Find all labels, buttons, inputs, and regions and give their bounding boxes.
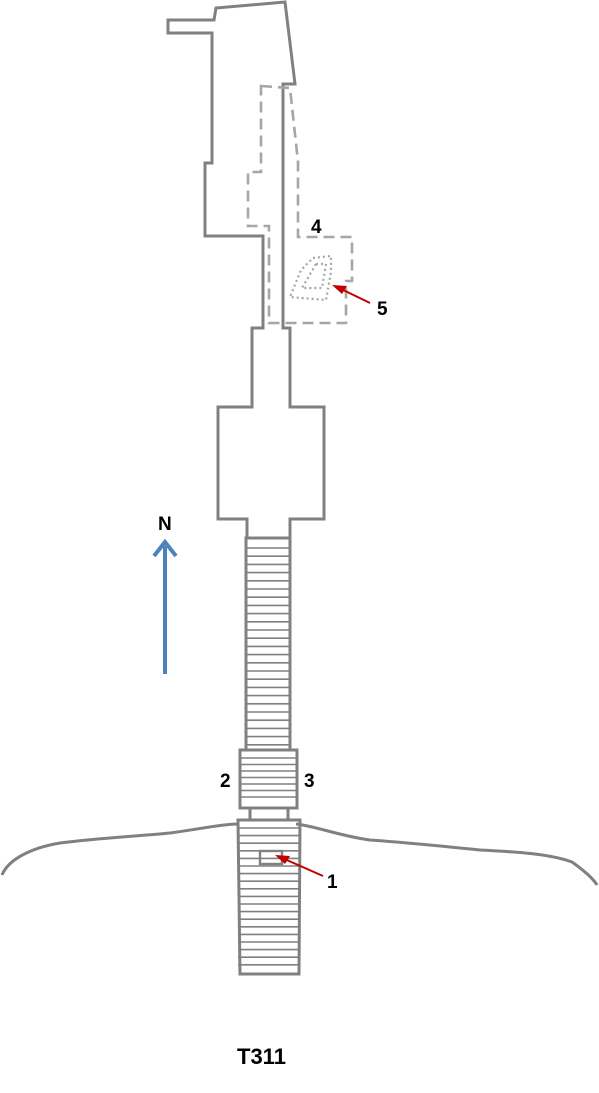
ground-line: [0, 822, 599, 886]
dashed-extension-outline: [246, 84, 354, 325]
label-2: 2: [220, 771, 231, 792]
label-5: 5: [377, 299, 388, 320]
pointer-arrow-5-head: [332, 285, 347, 294]
label-3: 3: [304, 771, 315, 792]
north-label: N: [158, 514, 172, 535]
passage-outline: [248, 806, 290, 822]
stairway-outline: [244, 536, 292, 752]
pointer-arrow-1-head: [275, 855, 290, 864]
entrance-steps: [238, 827, 300, 966]
label-4: 4: [311, 217, 322, 238]
feature-5-dotted-outline: [288, 254, 333, 302]
north-arrow-head: [152, 538, 178, 558]
stairway-steps: [246, 547, 290, 746]
feature-5-inner-dotted: [300, 262, 328, 290]
entrance-outline: [236, 818, 302, 976]
upper-rooms-outline: [166, 0, 326, 540]
tomb-title: T311: [237, 1044, 286, 1069]
niche-steps: [240, 757, 297, 798]
label-1: 1: [327, 872, 338, 893]
